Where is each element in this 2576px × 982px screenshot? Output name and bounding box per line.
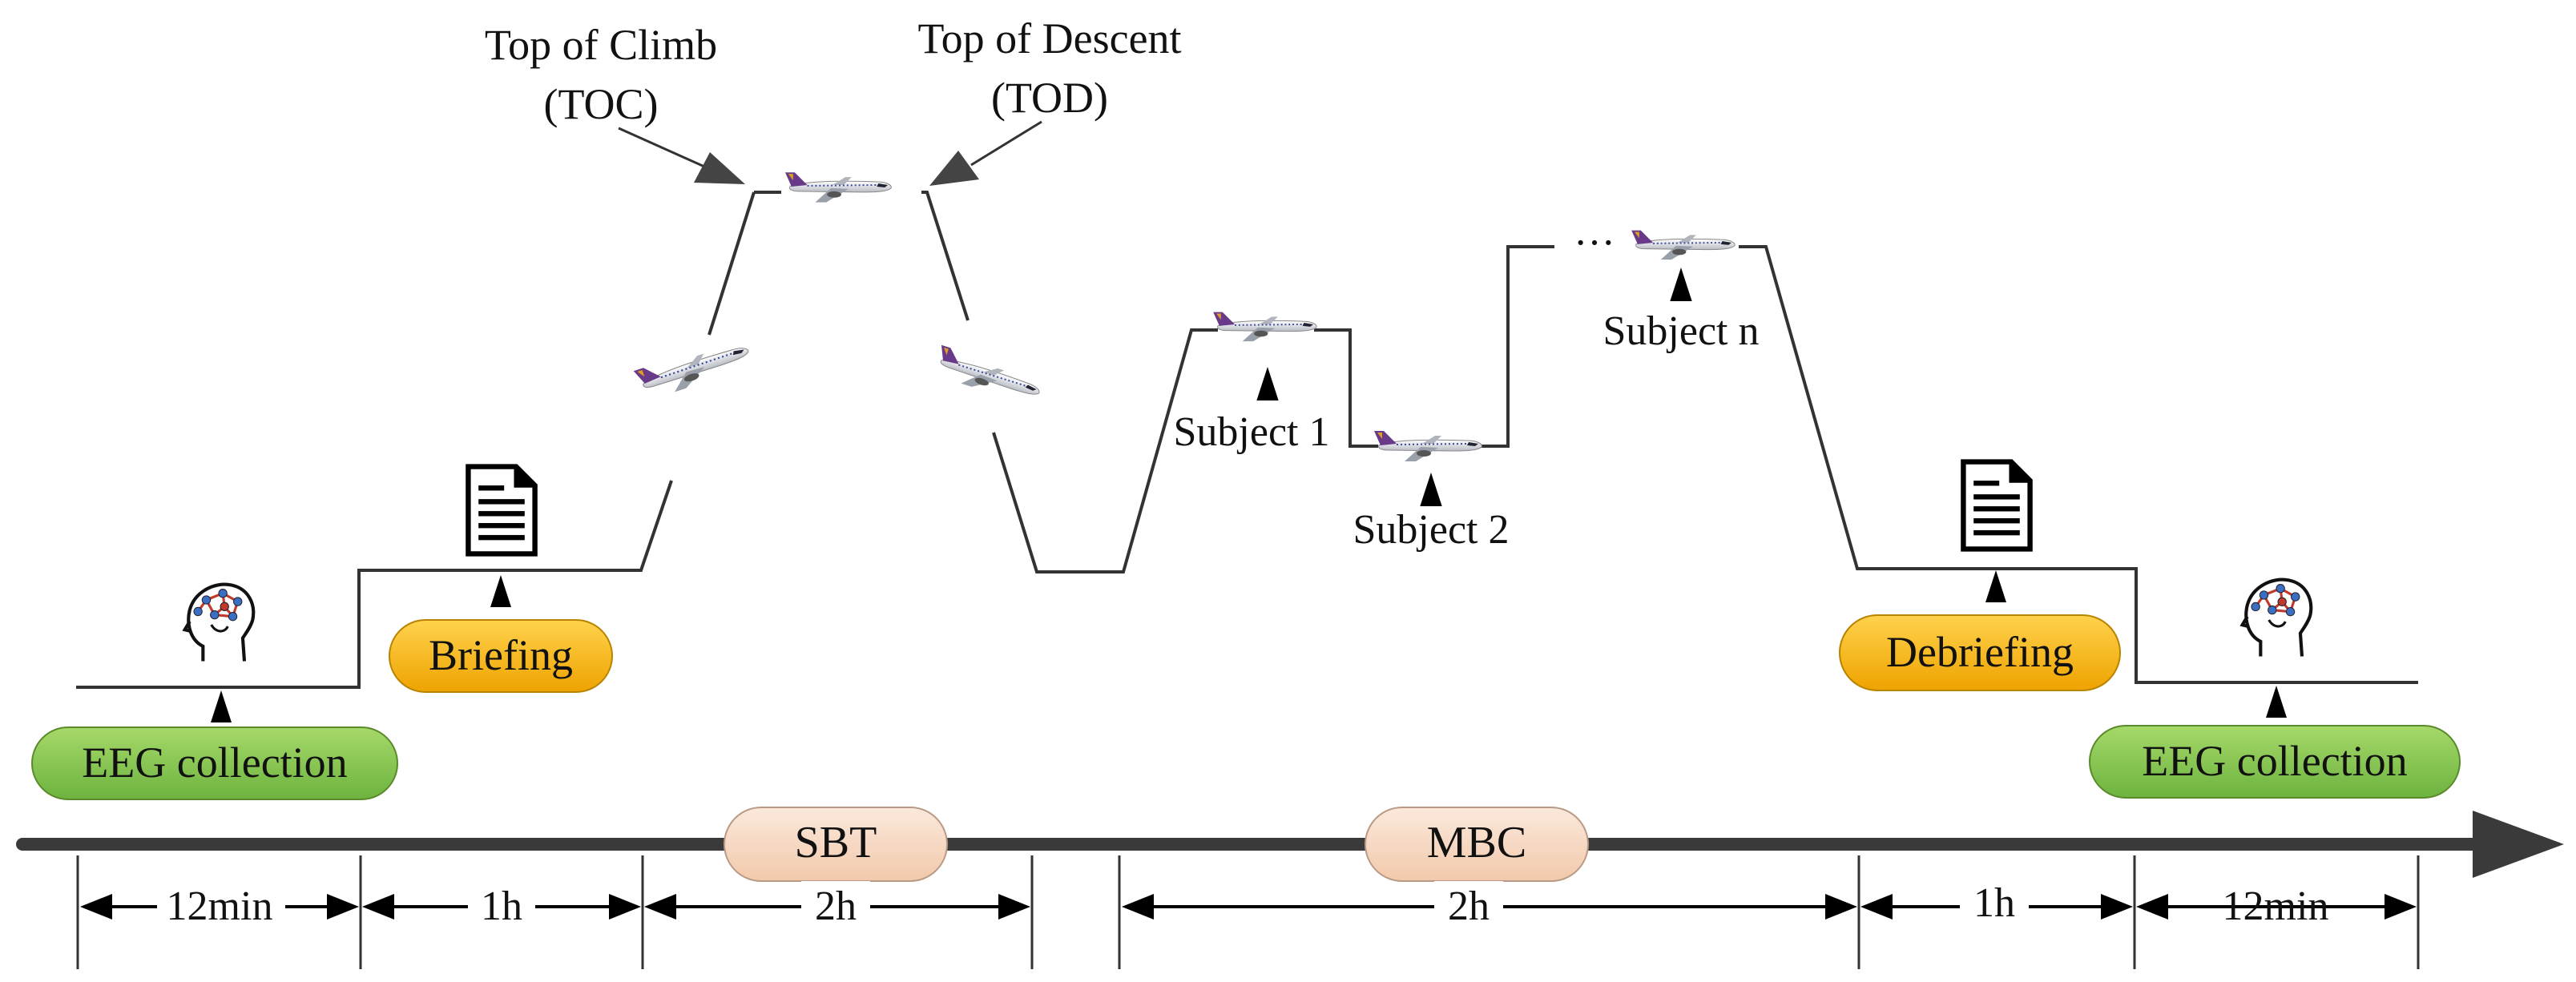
duration-arrow-2h-mbc: 2h (1122, 881, 1857, 929)
toc-label-line1: Top of Climb (485, 21, 717, 69)
debriefing-pill: Debriefing (1839, 614, 2121, 691)
mbc-label: MBC (1427, 818, 1527, 867)
duration-label-2h-mbc: 2h (1448, 883, 1490, 929)
duration-label-1h-right: 1h (1973, 880, 2015, 926)
briefing-pill: Briefing (389, 619, 613, 693)
tod-label-line2: (TOD) (991, 74, 1108, 122)
tod-label-line1: Top of Descent (917, 14, 1181, 62)
airplane-icon-subject2 (1373, 430, 1483, 462)
subject1-label: Subject 1 (1174, 409, 1330, 455)
mbc-pill: MBC (1365, 807, 1589, 882)
airplane-icon-descent (931, 344, 1045, 408)
debriefing-marker (1985, 570, 2006, 602)
duration-label-2h-sbt: 2h (815, 883, 857, 929)
duration-arrow-1h-left: 1h (362, 881, 641, 929)
toc-arrow (618, 127, 745, 184)
tod-arrow (929, 120, 1042, 186)
document-icon-briefing (468, 467, 534, 554)
briefing-label: Briefing (429, 631, 573, 679)
timeline-axis (16, 811, 2564, 878)
duration-arrow-2h-sbt: 2h (644, 881, 1030, 929)
duration-ticks (76, 855, 2420, 969)
flight-profile (76, 191, 2418, 689)
duration-arrow-12min-left: 12min (80, 883, 359, 929)
subject2-marker (1420, 473, 1442, 506)
subject2-label: Subject 2 (1353, 507, 1510, 553)
eeg-right-marker (2266, 686, 2287, 718)
debriefing-label: Debriefing (1886, 628, 2074, 676)
duration-label-12min-left: 12min (167, 883, 273, 929)
eeg-collection-label-right: EEG collection (2142, 737, 2407, 785)
eeg-collection-label-left: EEG collection (82, 739, 347, 787)
duration-arrow-12min-right: 12min (2136, 883, 2417, 929)
eeg-left-marker (211, 690, 232, 722)
airplane-icon-subjectn (1631, 229, 1736, 261)
eeg-head-icon-left (185, 585, 254, 662)
subjectn-label: Subject n (1603, 308, 1760, 354)
duration-label-12min-right: 12min (2223, 883, 2329, 929)
airplane-icon-toc (784, 171, 893, 203)
eeg-head-icon-right (2243, 580, 2312, 657)
duration-label-1h-left: 1h (481, 883, 522, 929)
briefing-marker (490, 575, 511, 607)
ellipsis: ··· (1574, 220, 1615, 266)
toc-label-line2: (TOC) (544, 80, 659, 128)
airplane-icon-climb (632, 334, 755, 404)
sbt-label: SBT (795, 818, 877, 867)
duration-arrow-1h-right: 1h (1860, 878, 2133, 926)
airplane-icon-subject1 (1212, 311, 1318, 343)
eeg-collection-pill-right: EEG collection (2089, 725, 2461, 799)
subjectn-marker (1670, 268, 1692, 301)
subject1-marker (1256, 367, 1279, 400)
sbt-pill: SBT (724, 807, 948, 882)
eeg-collection-pill-left: EEG collection (31, 726, 398, 800)
document-icon-debriefing (1963, 462, 2030, 549)
